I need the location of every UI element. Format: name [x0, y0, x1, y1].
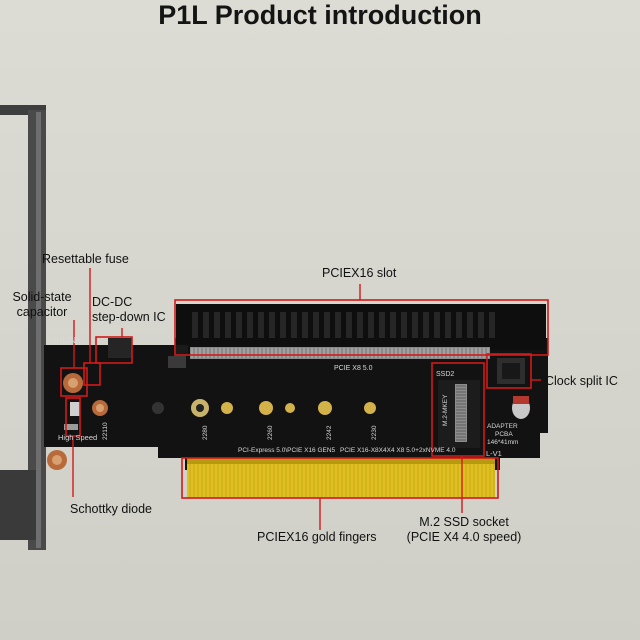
label-capacitor-line-2: capacitor — [16, 305, 68, 319]
left-components — [47, 338, 186, 470]
adapter-text-2: PCBA — [495, 431, 513, 438]
version-text: L-V1 — [486, 449, 502, 458]
label-schottky-diode: Schottky diode — [70, 502, 152, 516]
fuse-highlight — [83, 362, 101, 386]
callout-lines — [72, 268, 541, 530]
label-m2-socket: M.2 SSD socket (PCIE X4 4.0 speed) — [402, 515, 526, 545]
mount-2280-text: 2280 — [202, 425, 209, 440]
footer-text-2: PCIE X16-X8X4X4 X8 5.0+2xNVME 4.0 — [340, 447, 456, 454]
pcb-board — [44, 338, 548, 470]
mount-2260-text: 2260 — [267, 425, 274, 440]
label-gold-fingers: PCIEX16 gold fingers — [257, 530, 377, 544]
slot-label-text: PCIE X8 5.0 — [334, 365, 373, 372]
label-m2-line-2: (PCIE X4 4.0 speed) — [406, 530, 522, 544]
adapter-text-1: ADAPTER — [487, 423, 518, 430]
slot-highlight — [174, 299, 549, 356]
label-resettable-fuse: Resettable fuse — [42, 252, 129, 266]
pciex16-slot — [176, 304, 546, 359]
mount-22110-text: 22110 — [102, 422, 109, 440]
pci-bracket — [0, 105, 46, 550]
label-dcdc-line-1: DC-DC — [92, 295, 133, 309]
mkey-text: M.2-MKEY — [442, 394, 449, 426]
page-title: P1L Product introduction — [158, 0, 482, 30]
clock-split-ic — [497, 358, 525, 384]
adapter-text-3: 146*41mm — [487, 439, 518, 446]
footer-text-1: PCI-Express 5.0\PCIE X16 GEN5 — [238, 447, 336, 454]
clock-highlight — [486, 353, 532, 389]
m2-highlight — [431, 362, 485, 457]
mount-2242-text: 2242 — [326, 425, 333, 440]
label-clock-split-ic: Clock split IC — [545, 374, 618, 388]
silkscreen: JHHLINK High Speed PCIE X8 5.0 SSD2 M.2-… — [46, 335, 518, 458]
capacitor-right — [512, 396, 530, 419]
dcdc-highlight — [95, 336, 133, 364]
label-dcdc: DC-DC step-down IC — [92, 295, 166, 325]
fingers-highlight — [181, 457, 499, 499]
m2-socket — [438, 380, 480, 448]
high-speed-text: High Speed — [58, 433, 97, 442]
label-dcdc-line-2: step-down IC — [92, 310, 166, 324]
brand-text: JHHLINK — [46, 335, 82, 345]
mount-2230-text: 2230 — [371, 425, 378, 440]
gold-fingers — [187, 458, 495, 498]
label-pciex16-slot: PCIEX16 slot — [322, 266, 397, 280]
label-solid-state-capacitor: Solid-state capacitor — [8, 290, 76, 320]
ssd-label-text: SSD2 — [436, 371, 454, 378]
label-m2-line-1: M.2 SSD socket — [419, 515, 509, 529]
label-capacitor-line-1: Solid-state — [12, 290, 72, 304]
mounting-holes — [152, 399, 376, 417]
